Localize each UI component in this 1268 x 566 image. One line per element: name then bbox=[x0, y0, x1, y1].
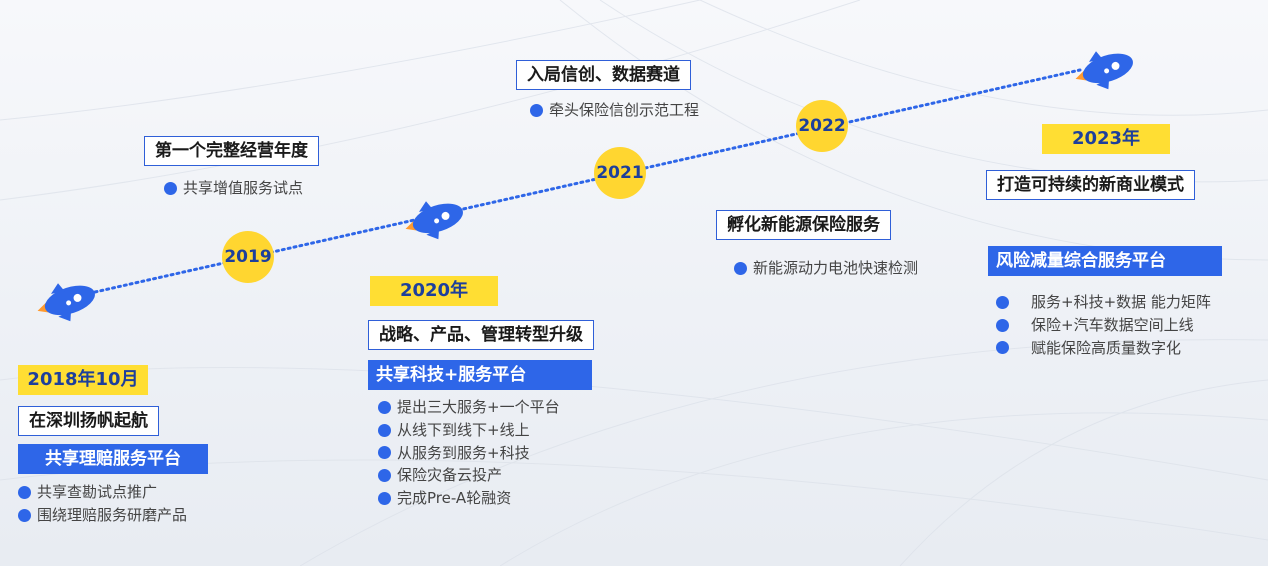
year-tag-2020: 2020年 bbox=[370, 276, 498, 306]
milestone-title-2023: 打造可持续的新商业模式 bbox=[986, 170, 1195, 200]
bullet-dot-icon bbox=[378, 446, 391, 460]
bullet-dot-icon bbox=[164, 181, 177, 195]
list-item: 从线下到线下+线上 bbox=[378, 419, 560, 442]
list-item: 共享增值服务试点 bbox=[164, 177, 303, 200]
list-item: 新能源动力电池快速检测 bbox=[734, 257, 918, 280]
bullet-dot-icon bbox=[18, 508, 31, 522]
list-item: 赋能保险高质量数字化 bbox=[996, 337, 1211, 360]
list-item: 牵头保险信创示范工程 bbox=[530, 99, 699, 122]
bullet-dot-icon bbox=[378, 400, 391, 414]
milestone-list-2022: 新能源动力电池快速检测 bbox=[734, 257, 918, 280]
year-tag-2018: 2018年10月 bbox=[18, 365, 148, 395]
rocket-icon bbox=[1075, 51, 1133, 90]
platform-label-2020: 共享科技+服务平台 bbox=[368, 360, 592, 390]
milestone-list-2018: 共享查勘试点推广 围绕理赔服务研磨产品 bbox=[18, 481, 187, 527]
milestone-title-2018: 在深圳扬帆起航 bbox=[18, 406, 159, 436]
list-item: 完成Pre-A轮融资 bbox=[378, 487, 560, 510]
milestone-list-2023: 服务+科技+数据 能力矩阵 保险+汽车数据空间上线 赋能保险高质量数字化 bbox=[996, 291, 1211, 359]
year-circle-2019: 2019 bbox=[222, 231, 274, 283]
milestone-title-2020: 战略、产品、管理转型升级 bbox=[368, 320, 594, 350]
list-item: 服务+科技+数据 能力矩阵 bbox=[996, 291, 1211, 314]
milestone-title-2021: 入局信创、数据赛道 bbox=[516, 60, 691, 90]
year-circle-2021: 2021 bbox=[594, 147, 646, 199]
platform-label-2018: 共享理赔服务平台 bbox=[18, 444, 208, 474]
list-item: 围绕理赔服务研磨产品 bbox=[18, 504, 187, 527]
milestone-list-2020: 提出三大服务+一个平台 从线下到线下+线上 从服务到服务+科技 保险灾备云投产 … bbox=[378, 396, 560, 510]
list-item: 从服务到服务+科技 bbox=[378, 442, 560, 465]
list-item: 保险+汽车数据空间上线 bbox=[996, 314, 1211, 337]
milestone-title-2019: 第一个完整经营年度 bbox=[144, 136, 319, 166]
bullet-dot-icon bbox=[530, 103, 543, 117]
milestone-list-2021: 牵头保险信创示范工程 bbox=[530, 99, 699, 122]
milestone-title-2022: 孵化新能源保险服务 bbox=[716, 210, 891, 240]
list-item: 提出三大服务+一个平台 bbox=[378, 396, 560, 419]
year-tag-2023: 2023年 bbox=[1042, 124, 1170, 154]
bullet-dot-icon bbox=[378, 492, 391, 506]
bullet-dot-icon bbox=[996, 318, 1009, 332]
bullet-dot-icon bbox=[734, 261, 747, 275]
bullet-dot-icon bbox=[18, 485, 31, 499]
bullet-dot-icon bbox=[996, 341, 1009, 355]
list-item: 保险灾备云投产 bbox=[378, 464, 560, 487]
bullet-dot-icon bbox=[996, 295, 1009, 309]
milestone-list-2019: 共享增值服务试点 bbox=[164, 177, 303, 200]
bullet-dot-icon bbox=[378, 469, 391, 483]
bullet-dot-icon bbox=[378, 423, 391, 437]
list-item: 共享查勘试点推广 bbox=[18, 481, 187, 504]
rocket-icon bbox=[37, 283, 95, 322]
year-circle-2022: 2022 bbox=[796, 100, 848, 152]
platform-label-2023: 风险减量综合服务平台 bbox=[988, 246, 1222, 276]
rocket-icon bbox=[405, 201, 463, 240]
